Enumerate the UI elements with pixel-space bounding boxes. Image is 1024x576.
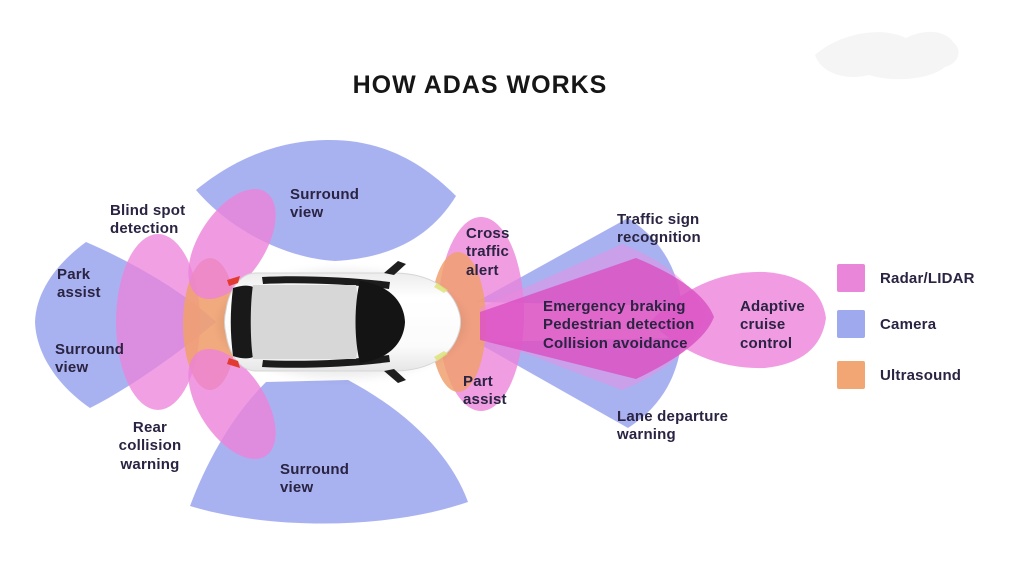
car-taillight-left xyxy=(227,276,240,286)
page-title: HOW ADAS WORKS xyxy=(352,71,608,99)
car-side-window-left xyxy=(262,276,390,289)
car-headlight-right xyxy=(434,351,448,361)
car-mirror-right xyxy=(384,369,406,383)
car-taillight-right xyxy=(227,358,240,368)
label-surround-view-top: Surround view xyxy=(290,186,360,222)
label-park-assist: Park assist xyxy=(57,266,101,302)
label-lane-departure-warning: Lane departure warning xyxy=(617,408,729,444)
legend-swatch-radar-lidar xyxy=(837,264,865,292)
label-adaptive-cruise-control: Adaptive cruise control xyxy=(740,298,805,352)
label-blind-spot-detection: Blind spot detection xyxy=(110,202,186,238)
car-side-window-right xyxy=(262,355,390,368)
radar-beam-emergency xyxy=(480,258,714,379)
radar-petal-blind-spot xyxy=(188,188,276,300)
label-rear-collision-warning: Rear collision warning xyxy=(118,419,182,473)
legend-item-camera: Camera xyxy=(837,310,936,338)
legend-item-ultrasound: Ultrasound xyxy=(837,361,961,389)
label-emergency-group: Emergency braking Pedestrian detection C… xyxy=(543,298,695,352)
legend-label-camera: Camera xyxy=(880,315,937,333)
radar-zone-rear-cross-traffic xyxy=(116,234,200,410)
car-roof xyxy=(250,285,359,359)
label-cross-traffic-alert: Cross traffic alert xyxy=(466,225,510,279)
legend-swatch-camera xyxy=(837,310,865,338)
legend-label-ultrasound: Ultrasound xyxy=(880,366,962,384)
legend-swatch-ultrasound xyxy=(837,361,865,389)
radar-petal-rear-collision xyxy=(188,348,276,460)
label-surround-view-left: Surround view xyxy=(55,341,125,377)
car-windshield xyxy=(355,281,405,363)
car-rear-window xyxy=(230,285,253,359)
car-headlight-left xyxy=(434,283,448,293)
label-traffic-sign-recognition: Traffic sign recognition xyxy=(617,211,701,247)
watermark-smudge xyxy=(815,31,959,80)
legend-item-radar-lidar: Radar/LIDAR xyxy=(837,264,975,292)
label-part-assist: Part assist xyxy=(463,373,507,409)
legend-label-radar-lidar: Radar/LIDAR xyxy=(880,269,975,287)
label-surround-view-bottom: Surround view xyxy=(280,461,350,497)
car-mirror-left xyxy=(384,261,406,275)
car-top-view xyxy=(220,261,464,383)
